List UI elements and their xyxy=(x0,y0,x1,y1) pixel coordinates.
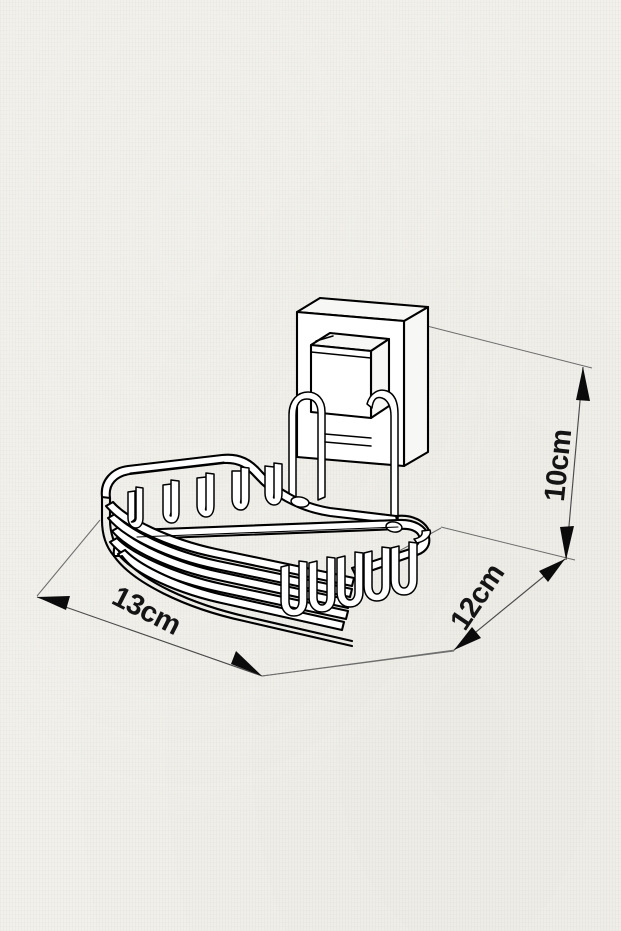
ground-line-front xyxy=(261,649,456,677)
mount-box-lip-top xyxy=(315,335,334,342)
basket-base-front-edge xyxy=(120,554,354,643)
basket-front-rim-highlight xyxy=(136,526,399,538)
basket-hook-4 xyxy=(308,556,336,613)
mount-box-side-face xyxy=(369,337,391,420)
basket-right-end-cap xyxy=(413,529,432,544)
wall-plate-side-face xyxy=(402,305,430,468)
extension-line-height-top xyxy=(426,325,593,369)
mount-box-lip-line xyxy=(310,351,372,359)
basket-back-rim xyxy=(100,453,400,526)
dimension-arrowhead-height-bottom xyxy=(560,526,574,560)
basket-post-1 xyxy=(127,486,144,529)
bracket-cross-rail-lower xyxy=(324,441,372,447)
basket-hook-5 xyxy=(280,560,308,617)
wall-mount-plate-assembly xyxy=(295,296,430,468)
dimension-lines xyxy=(36,325,593,677)
basket-hook-2 xyxy=(363,546,391,602)
basket-post-4 xyxy=(231,466,250,511)
dimension-arrowhead-height-top xyxy=(576,367,590,401)
extension-line-height-bottom xyxy=(440,526,576,561)
basket-hook-3 xyxy=(390,541,418,596)
basket-back-rim-highlight xyxy=(129,461,225,474)
u-shaped-support-bracket xyxy=(288,389,399,524)
extension-line-width-left xyxy=(36,519,101,597)
basket-left-end-rim xyxy=(100,495,116,558)
dimension-line-width xyxy=(36,596,263,677)
basket-joint-left xyxy=(290,496,310,508)
dimension-arrowhead-depth-right xyxy=(539,559,565,582)
dimension-arrowhead-width-left xyxy=(37,596,70,610)
basket-post-5 xyxy=(264,462,283,506)
basket-hook-1 xyxy=(336,551,364,608)
dimension-arrowhead-width-right xyxy=(231,651,262,676)
basket-post-3 xyxy=(196,472,215,518)
basket-base-front-edge-lower xyxy=(112,554,354,648)
bracket-cross-rail xyxy=(324,433,372,439)
dimension-arrowhead-depth-left xyxy=(454,627,481,650)
mount-box-front-face xyxy=(309,343,373,420)
basket-post-2 xyxy=(162,479,180,524)
wire-basket-tray xyxy=(100,453,432,648)
bracket-left-leg xyxy=(288,391,326,501)
